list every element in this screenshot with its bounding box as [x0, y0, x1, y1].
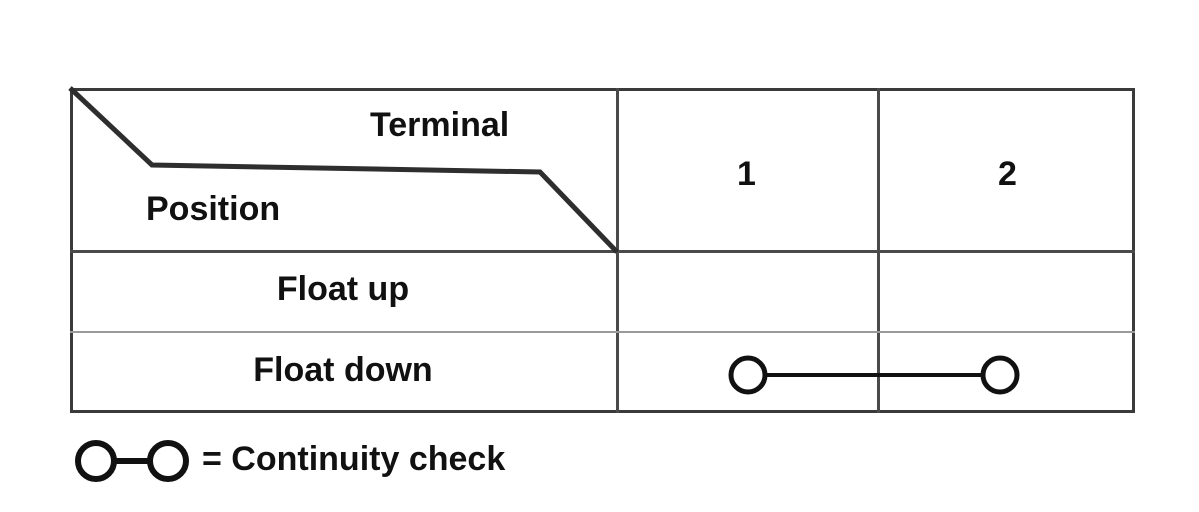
row-label-float-up: Float up	[276, 270, 410, 308]
continuity-symbol-icon	[75, 440, 189, 482]
row-divider-header	[70, 250, 1135, 253]
continuity-symbol-float-down	[728, 355, 1020, 395]
legend: = Continuity check	[70, 428, 505, 490]
header-position-label: Position	[146, 190, 281, 228]
column-header-terminal-2: 2	[998, 155, 1017, 193]
header-diagonal-split-icon	[68, 86, 619, 254]
header-terminal-label: Terminal	[370, 106, 510, 144]
row-label-float-down: Float down	[253, 351, 433, 389]
column-header-terminal-1: 1	[737, 155, 756, 193]
legend-label: = Continuity check	[202, 440, 506, 478]
row-divider-rows	[70, 331, 1135, 333]
